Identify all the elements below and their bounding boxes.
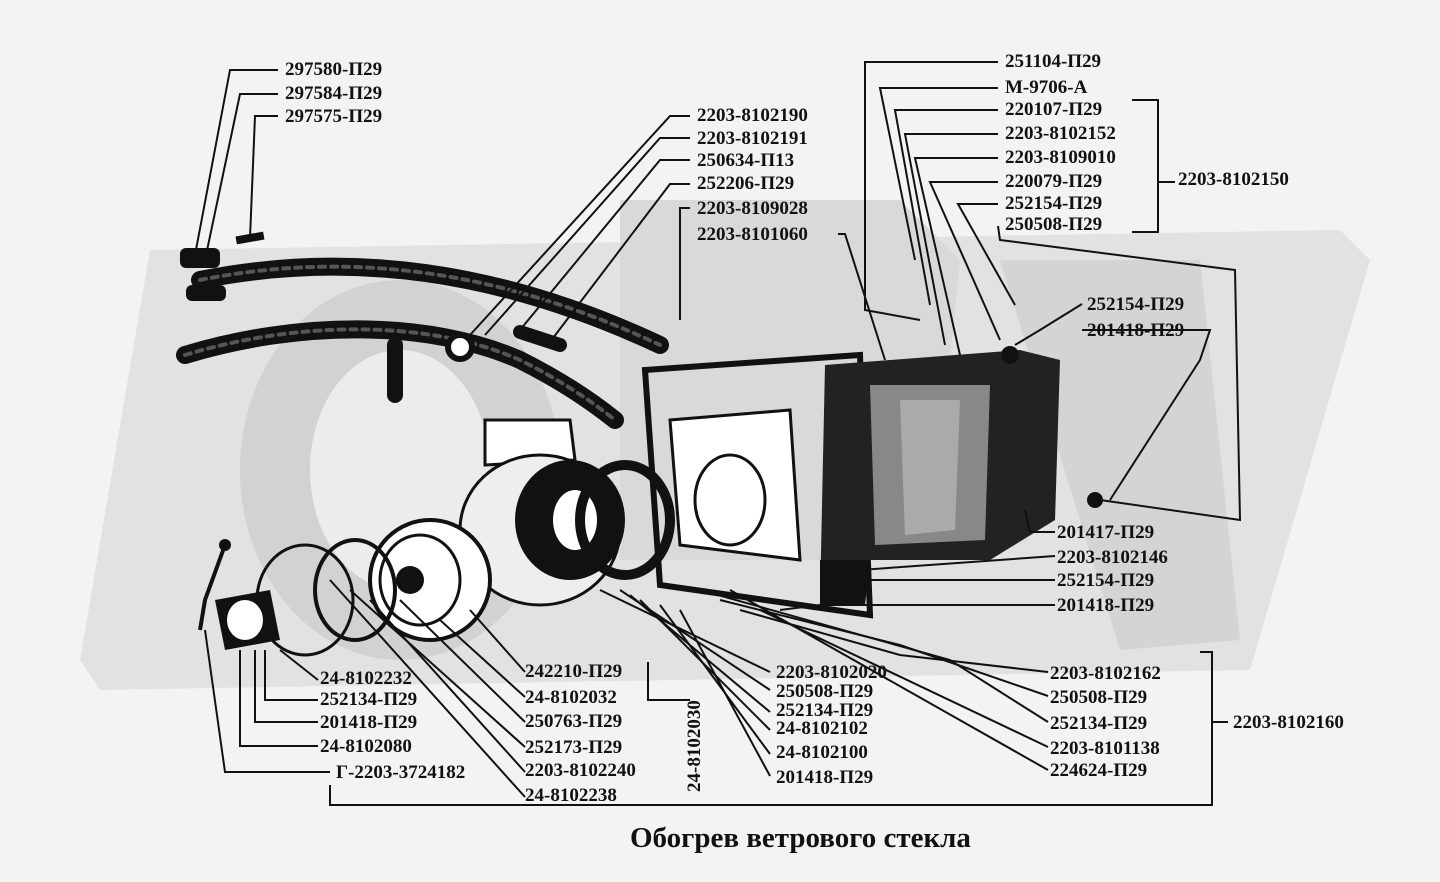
- part-label-8102160: 2203-8102160: [1233, 712, 1344, 733]
- leader-lines: [194, 61, 1242, 806]
- part-label-8102146: 2203-8102146: [1057, 547, 1168, 568]
- part-label-252134-b: 252134-П29: [776, 700, 874, 721]
- part-label-220107: 220107-П29: [1005, 99, 1103, 120]
- part-label-201417: 201417-П29: [1057, 522, 1155, 543]
- part-label-8101060: 2203-8101060: [697, 224, 808, 245]
- part-label-8102080: 24-8102080: [320, 736, 412, 757]
- part-label-8102030-vertical: 24-8102030: [684, 700, 705, 792]
- part-label-8102150: 2203-8102150: [1178, 169, 1289, 190]
- part-label-250634: 250634-П13: [697, 150, 795, 171]
- part-label-252134-c: 252134-П29: [1050, 713, 1148, 734]
- part-label-250508-a: 250508-П29: [1005, 214, 1103, 235]
- fan-motor: [198, 418, 675, 657]
- part-label-252173: 252173-П29: [525, 737, 623, 758]
- part-label-220079: 220079-П29: [1005, 171, 1103, 192]
- part-label-252206: 252206-П29: [697, 173, 795, 194]
- part-label-297575: 297575-П29: [285, 106, 383, 127]
- part-label-3724182: Г-2203-3724182: [336, 762, 466, 783]
- part-label-252154-b: 252154-П29: [1087, 294, 1185, 315]
- part-label-201418-a: 201418-П29: [1087, 320, 1185, 341]
- part-label-297584: 297584-П29: [285, 83, 383, 104]
- heater-radiator: [641, 346, 1103, 619]
- part-label-8102020: 2203-8102020: [776, 662, 887, 683]
- part-label-250508-b: 250508-П29: [776, 681, 874, 702]
- part-label-297580: 297580-П29: [285, 59, 383, 80]
- part-label-8102102: 24-8102102: [776, 718, 868, 739]
- part-label-8102032: 24-8102032: [525, 687, 617, 708]
- part-label-252154-a: 252154-П29: [1005, 193, 1103, 214]
- part-label-8102162: 2203-8102162: [1050, 663, 1161, 684]
- part-label-224624: 224624-П29: [1050, 760, 1148, 781]
- part-label-252154-c: 252154-П29: [1057, 570, 1155, 591]
- hoses: [176, 257, 669, 429]
- part-label-201418-b: 201418-П29: [1057, 595, 1155, 616]
- part-label-8102100: 24-8102100: [776, 742, 868, 763]
- part-label-201418-c: 201418-П29: [320, 712, 418, 733]
- part-label-242210: 242210-П29: [525, 661, 623, 682]
- part-label-8102240: 2203-8102240: [525, 760, 636, 781]
- part-label-251104: 251104-П29: [1005, 51, 1102, 72]
- part-label-250763: 250763-П29: [525, 711, 623, 732]
- part-label-8109010: 2203-8109010: [1005, 147, 1116, 168]
- part-label-8102238: 24-8102238: [525, 785, 617, 806]
- part-label-8102191: 2203-8102191: [697, 128, 808, 149]
- part-label-252134-a: 252134-П29: [320, 689, 418, 710]
- part-label-201418-d: 201418-П29: [776, 767, 874, 788]
- figure-caption: Обогрев ветрового стекла: [630, 822, 971, 854]
- part-label-8109028: 2203-8109028: [697, 198, 808, 219]
- part-label-8102190: 2203-8102190: [697, 105, 808, 126]
- part-label-8102232: 24-8102232: [320, 668, 412, 689]
- part-label-8102152: 2203-8102152: [1005, 123, 1116, 144]
- part-label-250508-c: 250508-П29: [1050, 687, 1148, 708]
- part-label-8101138: 2203-8101138: [1050, 738, 1160, 759]
- part-label-m9706: М-9706-А: [1005, 77, 1088, 98]
